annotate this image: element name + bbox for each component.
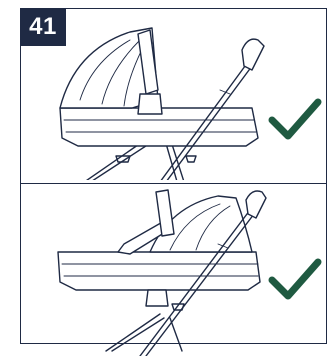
stroller-illustration-top (60, 28, 264, 180)
instruction-figure: 41 (0, 0, 335, 348)
stroller-illustration-bottom (58, 190, 266, 356)
panel-divider (20, 183, 327, 184)
panel-top (20, 10, 327, 180)
checkmark-icon (272, 102, 318, 136)
panel-bottom (20, 186, 327, 356)
checkmark-icon (272, 262, 318, 296)
